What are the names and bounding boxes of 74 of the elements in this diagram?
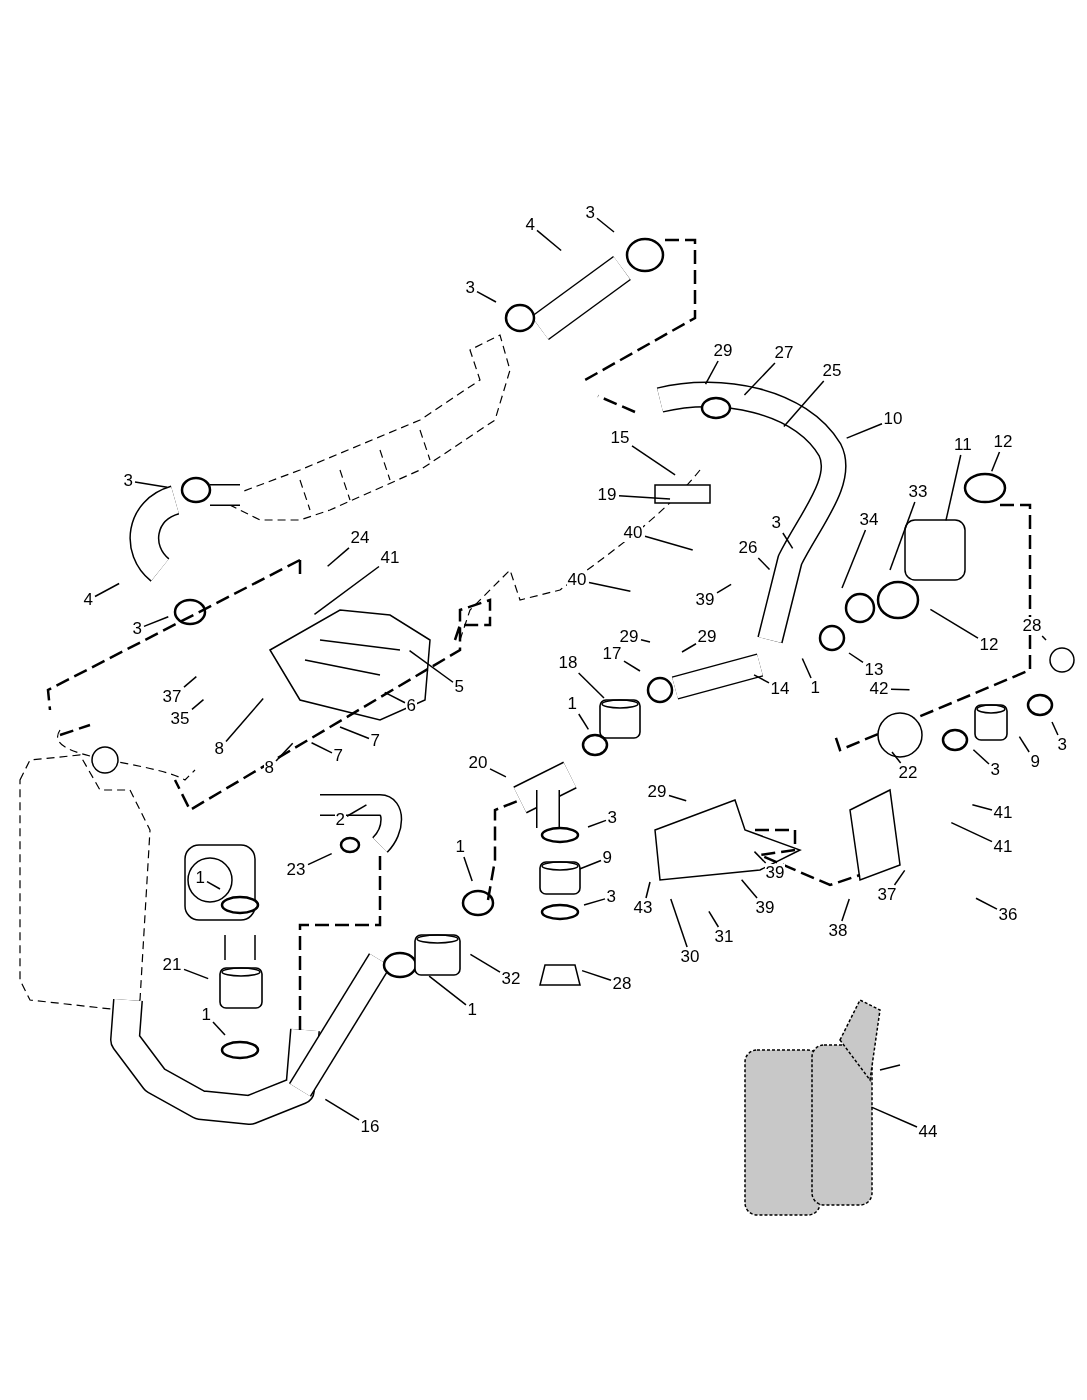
leader-line bbox=[716, 583, 732, 594]
leader-line bbox=[206, 880, 221, 890]
leader-line bbox=[704, 360, 719, 385]
leader-line bbox=[408, 649, 454, 683]
leader-line bbox=[801, 657, 812, 679]
leader-line bbox=[757, 557, 771, 571]
leader-line bbox=[681, 643, 697, 653]
leader-line bbox=[971, 803, 993, 811]
leader-line bbox=[428, 975, 467, 1006]
leader-line bbox=[587, 819, 607, 828]
leader-line bbox=[972, 748, 990, 765]
leader-line bbox=[326, 547, 350, 567]
leader-line bbox=[536, 229, 562, 252]
leader-line bbox=[618, 494, 671, 500]
leader-line bbox=[743, 362, 776, 396]
leader-line bbox=[476, 290, 497, 303]
leader-line bbox=[581, 969, 612, 981]
leader-line bbox=[212, 1021, 226, 1036]
leader-line bbox=[489, 768, 507, 778]
leader-line bbox=[588, 581, 632, 592]
leader-line bbox=[990, 451, 1001, 473]
leader-line bbox=[94, 582, 120, 598]
leader-line bbox=[668, 794, 687, 802]
leader-line bbox=[753, 850, 767, 864]
leader-line bbox=[578, 713, 590, 731]
leader-line bbox=[975, 897, 998, 910]
leader-line bbox=[1051, 721, 1059, 736]
leader-line bbox=[740, 879, 758, 899]
leader-line bbox=[783, 380, 825, 428]
leader-line bbox=[945, 454, 962, 522]
leader-line bbox=[890, 688, 911, 691]
leader-line bbox=[870, 1106, 918, 1128]
leader-line bbox=[469, 953, 501, 973]
leader-line bbox=[845, 422, 883, 439]
leader-line bbox=[1018, 735, 1030, 753]
leader-line bbox=[339, 726, 370, 740]
leader-line bbox=[645, 881, 651, 899]
leader-line bbox=[670, 898, 688, 948]
leader-line bbox=[1041, 635, 1047, 641]
leader-line bbox=[708, 910, 720, 928]
leader-line bbox=[183, 968, 209, 980]
leader-line bbox=[891, 751, 902, 764]
leader-line bbox=[275, 742, 294, 762]
callout-number: 40 bbox=[566, 571, 588, 589]
leader-line bbox=[583, 898, 606, 906]
leader-line bbox=[782, 532, 794, 550]
leader-line bbox=[143, 615, 170, 628]
leader-line bbox=[848, 652, 864, 664]
leader-line bbox=[384, 691, 406, 704]
leader-line bbox=[640, 639, 651, 643]
leader-line bbox=[841, 529, 867, 589]
leader-line bbox=[225, 697, 264, 743]
leader-line bbox=[183, 675, 198, 688]
leader-line bbox=[463, 856, 473, 882]
leader-line bbox=[644, 535, 694, 551]
leader-line bbox=[929, 608, 979, 639]
leader-line bbox=[577, 672, 605, 699]
leader-line bbox=[578, 859, 602, 870]
leader-line bbox=[324, 1098, 360, 1121]
leader-line bbox=[623, 660, 641, 672]
leader-line bbox=[313, 565, 380, 616]
leader-line bbox=[631, 445, 676, 476]
leader-line bbox=[134, 481, 168, 488]
leader-line bbox=[310, 742, 333, 754]
leader-line bbox=[596, 217, 615, 233]
callout-number: 40 bbox=[622, 524, 644, 542]
leader-line bbox=[889, 501, 916, 571]
leader-line bbox=[841, 898, 850, 922]
leader-line bbox=[893, 869, 906, 886]
leader-line bbox=[346, 804, 368, 817]
leader-line bbox=[753, 674, 770, 684]
leader-line bbox=[307, 852, 333, 866]
leader-line bbox=[950, 821, 993, 843]
leader-line bbox=[191, 698, 205, 711]
